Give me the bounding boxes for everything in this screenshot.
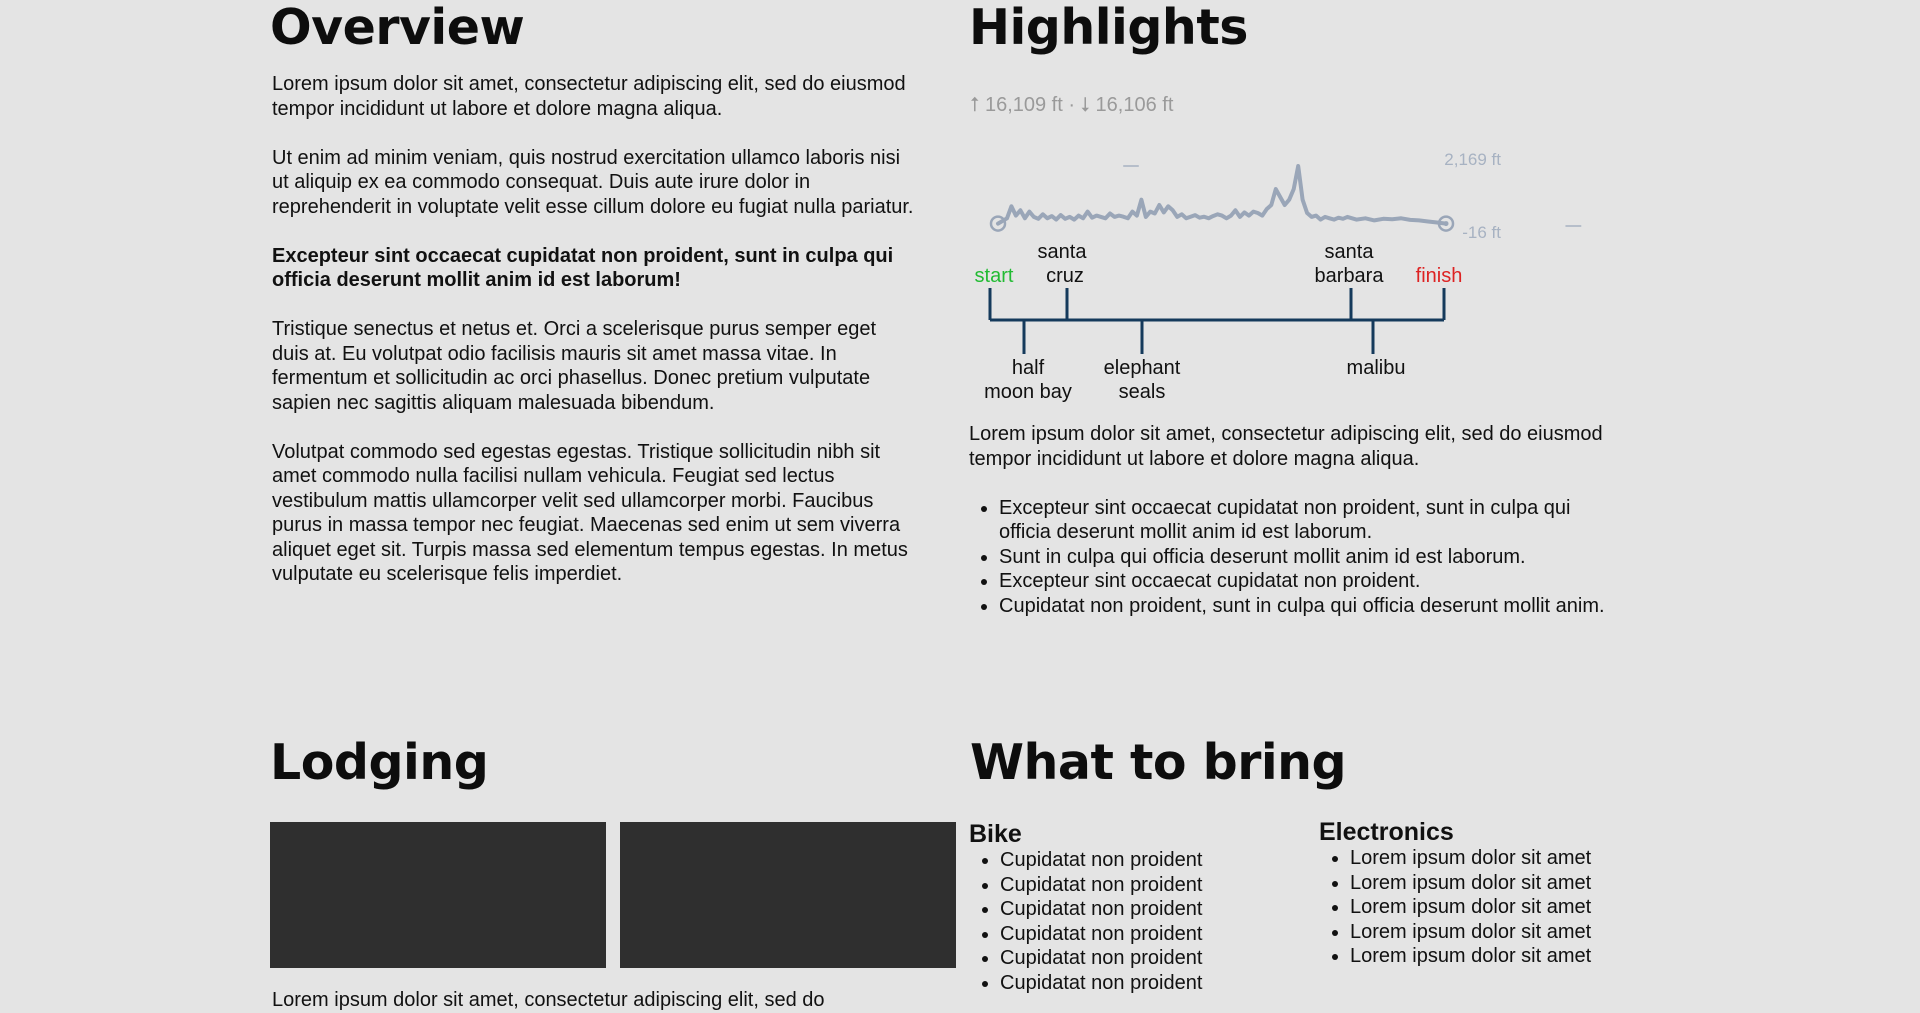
lodging-text: Lorem ipsum dolor sit amet, consectetur … <box>272 989 825 1011</box>
highlights-intro: Lorem ipsum dolor sit amet, consectetur … <box>969 423 1603 470</box>
route-diagram <box>988 288 1446 354</box>
list-item: Excepteur sint occaecat cupidatat non pr… <box>999 569 1609 594</box>
list-item: Cupidatat non proident <box>1000 873 1202 898</box>
elevation-stats: ⭡ 16,109 ft · ⭣ 16,106 ft <box>970 94 1174 116</box>
list-item: Cupidatat non proident, sunt in culpa qu… <box>999 594 1609 619</box>
bike-list: Cupidatat non proident Cupidatat non pro… <box>970 848 1202 995</box>
overview-paragraph-bold: Excepteur sint occaecat cupidatat non pr… <box>272 244 894 292</box>
highlights-title: Highlights <box>969 0 1248 56</box>
route-label-santa-barbara: santa <box>1325 241 1375 263</box>
route-label-santa-barbara: barbara <box>1315 265 1385 287</box>
list-item: Cupidatat non proident <box>1000 922 1202 947</box>
list-item: Lorem ipsum dolor sit amet <box>1350 920 1591 945</box>
list-item: Excepteur sint occaecat cupidatat non pr… <box>999 496 1609 545</box>
electronics-list: Lorem ipsum dolor sit amet Lorem ipsum d… <box>1320 846 1591 969</box>
route-label-finish: finish <box>1416 265 1463 287</box>
overview-title: Overview <box>270 0 525 56</box>
overview-paragraph: Lorem ipsum dolor sit amet, consectetur … <box>272 73 906 120</box>
bike-list-title: Bike <box>969 820 1022 848</box>
overview-body: Lorem ipsum dolor sit amet, consectetur … <box>272 72 917 611</box>
route-label-half-moon-bay: half <box>1012 357 1045 379</box>
highlights-list: Excepteur sint occaecat cupidatat non pr… <box>969 496 1609 619</box>
route-label-start: start <box>975 265 1014 287</box>
list-item: Cupidatat non proident <box>1000 971 1202 996</box>
list-item: Lorem ipsum dolor sit amet <box>1350 895 1591 920</box>
bring-title: What to bring <box>970 734 1347 791</box>
list-item: Cupidatat non proident <box>1000 897 1202 922</box>
lodging-photo-1 <box>270 822 606 968</box>
list-item: Lorem ipsum dolor sit amet <box>1350 846 1591 871</box>
highlights-body: Lorem ipsum dolor sit amet, consectetur … <box>969 422 1609 618</box>
route-label-half-moon-bay: moon bay <box>984 381 1072 403</box>
overview-paragraph: Tristique senectus et netus et. Orci a s… <box>272 318 876 414</box>
overview-paragraph: Ut enim ad minim veniam, quis nostrud ex… <box>272 146 914 218</box>
elevation-profile-line <box>996 164 1448 226</box>
overview-paragraph: Volutpat commodo sed egestas egestas. Tr… <box>272 440 908 586</box>
list-item: Cupidatat non proident <box>1000 848 1202 873</box>
list-item: Sunt in culpa qui officia deserunt molli… <box>999 545 1609 570</box>
elevation-start-marker <box>989 215 1007 232</box>
elevation-max-label: 2,169 ft <box>1444 150 1501 169</box>
list-item: Lorem ipsum dolor sit amet <box>1350 871 1591 896</box>
lodging-title: Lodging <box>270 734 489 791</box>
electronics-list-title: Electronics <box>1319 818 1454 846</box>
elevation-end-marker <box>1437 215 1455 232</box>
elevation-min-label: -16 ft <box>1462 223 1501 242</box>
route-label-elephant-seals: seals <box>1119 381 1166 403</box>
list-item: Lorem ipsum dolor sit amet <box>1350 944 1591 969</box>
route-label-santa-cruz: cruz <box>1046 265 1084 287</box>
route-label-elephant-seals: elephant <box>1104 357 1181 379</box>
list-item: Cupidatat non proident <box>1000 946 1202 971</box>
elevation-end-dot <box>1443 221 1449 227</box>
route-label-santa-cruz: santa <box>1038 241 1088 263</box>
elevation-chart: 2,169 ft -16 ft start santa cruz santa b… <box>975 150 1582 403</box>
lodging-photo-2 <box>620 822 956 968</box>
route-label-malibu: malibu <box>1347 357 1406 379</box>
